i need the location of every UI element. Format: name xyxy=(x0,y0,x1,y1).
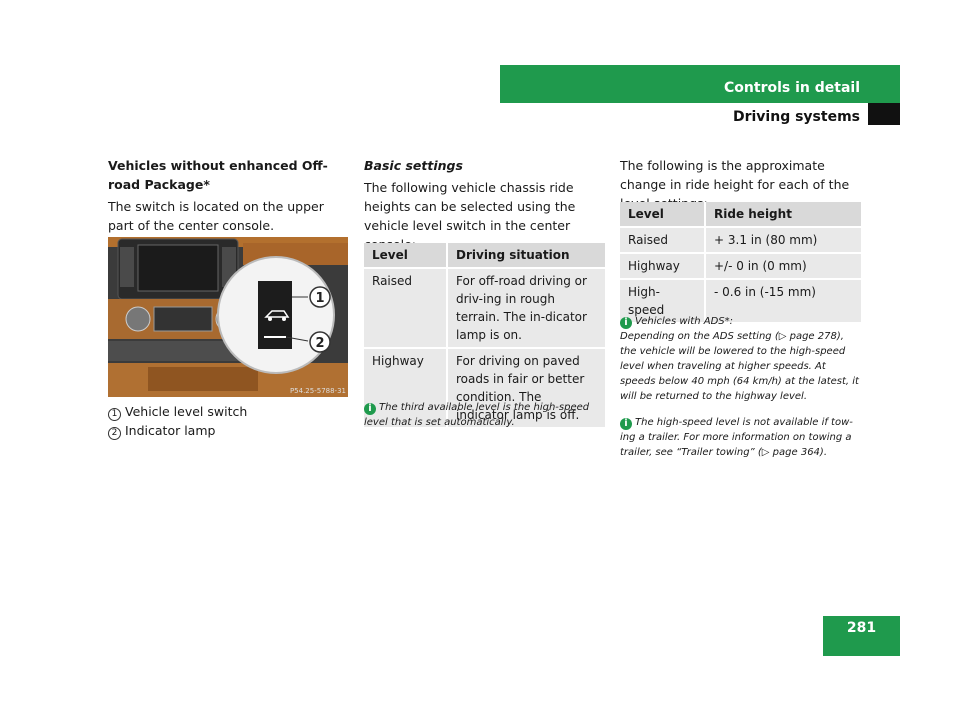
page-number: 281 xyxy=(846,620,877,636)
ride-height-table: Level Ride height Raised + 3.1 in (80 mm… xyxy=(620,202,861,324)
callout-item: 2 Indicator lamp xyxy=(108,421,348,440)
callout-label: Vehicle level switch xyxy=(125,404,248,419)
table-row: Highway +/- 0 in (0 mm) xyxy=(620,253,861,280)
table-cell: Raised xyxy=(620,227,706,254)
section-title: Controls in detail xyxy=(724,80,860,96)
info-icon: i xyxy=(620,418,632,430)
svg-text:1: 1 xyxy=(315,291,324,306)
header-marker xyxy=(868,103,900,125)
figure-code: P54.25-5788-31 xyxy=(290,387,346,395)
table-header: Ride height xyxy=(705,202,861,228)
col2-note-text: The third available level is the high-sp… xyxy=(364,402,590,428)
driving-situation-table: Level Driving situation Raised For off-r… xyxy=(364,243,605,429)
callout-list: 1 Vehicle level switch 2 Indicator lamp xyxy=(108,402,348,440)
table-row: Raised For off-road driving or driv-ing … xyxy=(364,268,605,349)
info-icon: i xyxy=(364,403,376,415)
table-cell: Highway xyxy=(620,253,706,280)
table-header: Driving situation xyxy=(447,243,605,269)
note-ads-body: Depending on the ADS setting (▷ page 278… xyxy=(620,331,859,402)
console-illustration: 1 2 P54.25-5788-31 xyxy=(108,237,348,397)
table-header: Level xyxy=(620,202,706,228)
table-cell: High-speed xyxy=(620,279,706,324)
note-trailer-text: The high-speed level is not available if… xyxy=(620,417,853,458)
header-bar xyxy=(500,65,900,103)
col1-paragraph: The switch is located on the upper part … xyxy=(108,199,324,233)
table-cell: - 0.6 in (-15 mm) xyxy=(705,279,861,324)
callout-label: Indicator lamp xyxy=(125,423,216,438)
callout-number: 2 xyxy=(108,427,121,440)
table-header: Level xyxy=(364,243,448,269)
info-icon: i xyxy=(620,317,632,329)
callout-number: 1 xyxy=(108,408,121,421)
table-cell: +/- 0 in (0 mm) xyxy=(705,253,861,280)
note-ads-title: Vehicles with ADS*: xyxy=(635,316,733,327)
table-cell: For driving on paved roads in fair or be… xyxy=(447,348,605,429)
table-row: Highway For driving on paved roads in fa… xyxy=(364,348,605,429)
console-figure: 1 2 P54.25-5788-31 xyxy=(108,237,348,397)
table-row: Raised + 3.1 in (80 mm) xyxy=(620,227,861,254)
table-header-row: Level Ride height xyxy=(620,202,861,228)
table-row: High-speed - 0.6 in (-15 mm) xyxy=(620,279,861,324)
table-header-row: Level Driving situation xyxy=(364,243,605,269)
table-cell: For off-road driving or driv-ing in roug… xyxy=(447,268,605,349)
table-cell: Raised xyxy=(364,268,448,349)
page-number-box xyxy=(823,616,900,656)
col1-heading: Vehicles without enhanced Off-road Packa… xyxy=(108,158,328,192)
table-cell: Highway xyxy=(364,348,448,429)
col2-heading: Basic settings xyxy=(364,158,463,173)
subsection-title: Driving systems xyxy=(732,109,860,125)
table-cell: + 3.1 in (80 mm) xyxy=(705,227,861,254)
svg-text:2: 2 xyxy=(315,336,324,351)
callout-item: 1 Vehicle level switch xyxy=(108,402,348,421)
